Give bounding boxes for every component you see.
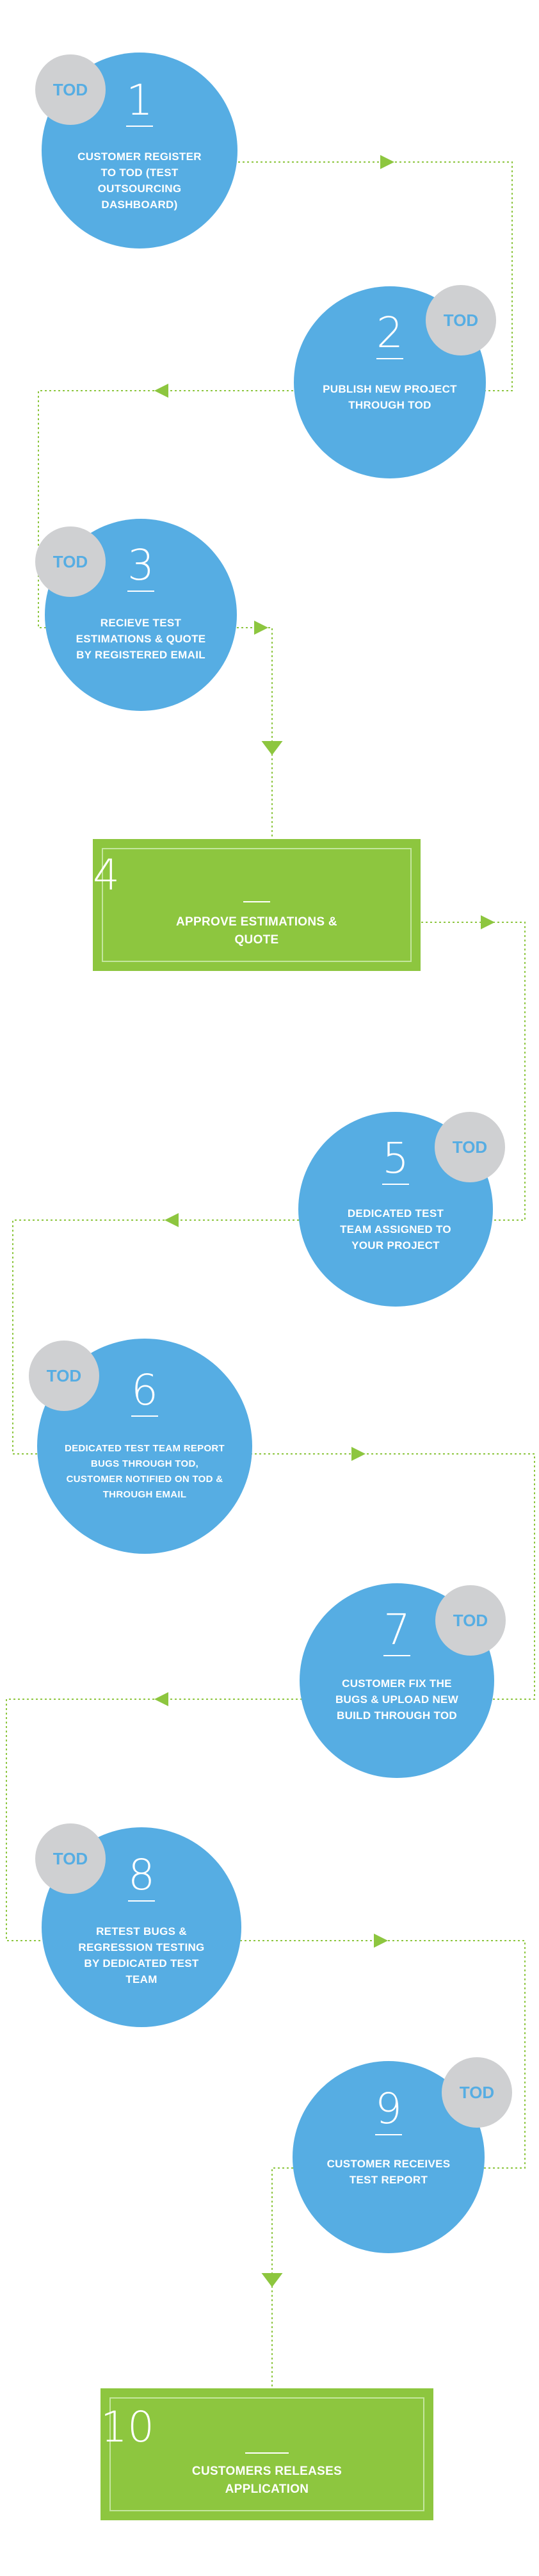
- step-2-number-underline: [376, 358, 403, 359]
- step-8-tod-badge: TOD: [35, 1823, 106, 1894]
- step-3-badge-text: TOD: [52, 552, 88, 571]
- step-2-label: Publish New Project Through TOD: [323, 383, 457, 411]
- step-9-number-underline: [375, 2134, 402, 2135]
- connector-arrow-1: [380, 155, 394, 169]
- step-3-label: Recieve Test Estimations & Quote by Regi…: [76, 617, 206, 661]
- step-4-box: 4 Approve Estimations & Quote: [93, 839, 421, 971]
- step-2-circle: 2 Publish New Project Through TOD: [294, 286, 486, 478]
- step-9-badge-text: TOD: [459, 2083, 495, 2102]
- step-10-number-underline: [245, 2452, 289, 2454]
- step-3-tod-badge: TOD: [35, 526, 106, 597]
- step-5-number-underline: [382, 1184, 409, 1185]
- step-4-box-frame: [102, 848, 412, 962]
- connector-arrow-5: [481, 915, 495, 929]
- step-1-number-underline: [126, 126, 153, 127]
- step-5-tod-badge: TOD: [435, 1112, 505, 1182]
- step-7-label: Customer Fix the Bugs & Upload New Build…: [335, 1677, 459, 1722]
- step-1-label: Customer Register to TOD (Test Outsourci…: [77, 151, 202, 211]
- step-9-tod-badge: TOD: [442, 2057, 512, 2128]
- connector-arrow-2: [154, 384, 168, 398]
- step-10-label: Customers Releases Application: [191, 2465, 342, 2496]
- step-3-number: 3: [127, 541, 154, 590]
- step-9-label: Customer Receives Test Report: [326, 2158, 451, 2186]
- step-6-number: 6: [131, 1365, 158, 1415]
- step-6-badge-text: TOD: [46, 1366, 82, 1385]
- step-8-badge-text: TOD: [52, 1849, 88, 1868]
- step-2-badge-text: TOD: [443, 311, 479, 330]
- connector-arrow-8: [154, 1692, 168, 1706]
- step-6-label: Dedicated Test Team Report Bugs Through …: [64, 1443, 225, 1500]
- step-10-box-frame: [109, 2397, 424, 2511]
- step-6-number-underline: [131, 1415, 158, 1417]
- step-1-badge-text: TOD: [52, 80, 88, 99]
- connector-arrow-7: [351, 1447, 366, 1461]
- step-4-number: 4: [93, 851, 120, 900]
- step-8-label: Retest Bugs & Regression Testing by Dedi…: [78, 1925, 205, 1985]
- step-10-box: 10 Customers Releases Application: [101, 2388, 433, 2520]
- step-5-label: Dedicated Test Team Assigned to Your Pro…: [340, 1207, 451, 1251]
- connector-arrow-3: [254, 621, 268, 635]
- step-1-tod-badge: TOD: [35, 54, 106, 125]
- step-7-number-underline: [383, 1655, 410, 1656]
- step-8-number-underline: [128, 1900, 155, 1902]
- connector-arrow-6: [165, 1213, 179, 1227]
- step-7-tod-badge: TOD: [435, 1585, 506, 1656]
- step-5-number: 5: [382, 1134, 409, 1183]
- step-1-circle: 1 Customer Register to TOD (Test Outsour…: [42, 53, 237, 249]
- step-9-number: 9: [375, 2084, 402, 2133]
- step-7-badge-text: TOD: [453, 1611, 488, 1630]
- step-2-number: 2: [376, 308, 403, 357]
- connector-arrow-9: [374, 1934, 388, 1948]
- connector-arrow-10: [261, 2273, 283, 2287]
- step-2-tod-badge: TOD: [426, 285, 496, 355]
- step-5-badge-text: TOD: [452, 1137, 488, 1157]
- step-1-number: 1: [126, 76, 153, 125]
- connector-path-1: [38, 161, 513, 839]
- step-4-label: Approve Estimations & Quote: [176, 915, 337, 947]
- step-7-number: 7: [383, 1605, 410, 1654]
- step-8-number: 8: [128, 1850, 155, 1900]
- connector-arrow-4: [261, 741, 283, 755]
- step-4-number-underline: [243, 901, 270, 902]
- step-3-number-underline: [127, 591, 154, 592]
- step-6-tod-badge: TOD: [29, 1341, 99, 1411]
- step-10-number: 10: [101, 2402, 154, 2452]
